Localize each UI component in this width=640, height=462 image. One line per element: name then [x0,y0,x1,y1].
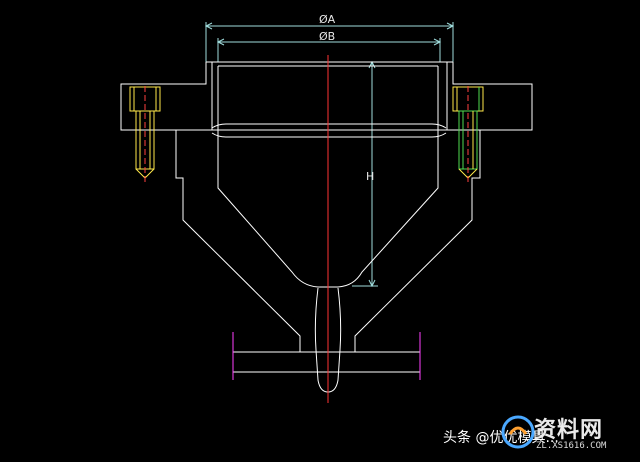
diameter-a-label: ØA [319,13,336,26]
bottom-plate [232,332,421,380]
dimension-diameter-b [216,38,442,62]
right-bolt [452,86,484,182]
logo-text: 资料网 [534,418,604,443]
left-bolt [129,86,161,182]
dimension-diameter-a [204,22,455,62]
height-label: H [366,170,374,183]
logo-mark-icon [501,415,535,449]
watermark-logo: 资料网 ZL.XS1616.COM [500,410,632,458]
logo-url: ZL.XS1616.COM [536,441,607,451]
diameter-b-label: ØB [319,30,335,43]
